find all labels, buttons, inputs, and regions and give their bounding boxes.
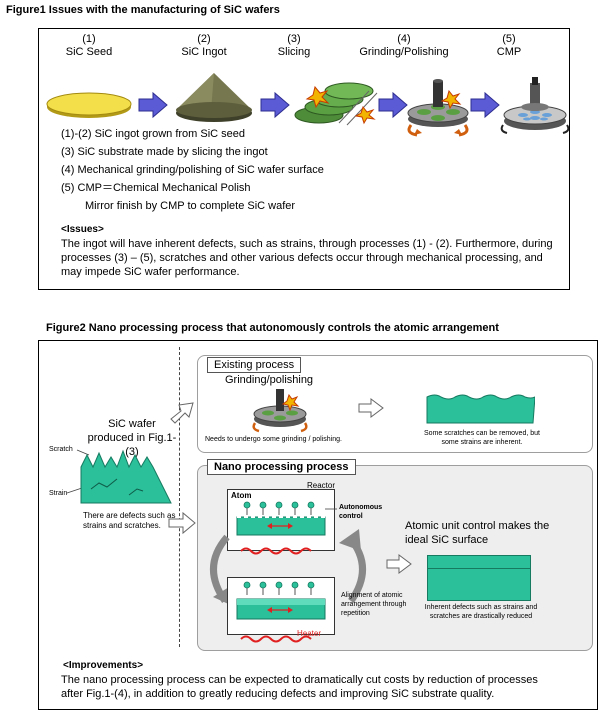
sic-seed-disc xyxy=(46,92,132,118)
step4-num: (4) xyxy=(397,33,411,45)
grinding-polishing-label: Grinding/polishing xyxy=(225,374,314,386)
step4-label: Grinding/Polishing xyxy=(359,46,449,58)
flow-arrow-4 xyxy=(470,91,500,119)
existing-grinder xyxy=(252,389,308,433)
sic-wafer-label: SiC wafer produced in Fig.1-(3) xyxy=(87,418,177,458)
dashed-divider xyxy=(179,347,180,647)
issues-text: The ingot will have inherent defects, su… xyxy=(61,238,553,278)
cmp-machine xyxy=(500,77,569,134)
figure2-title: Figure2 Nano processing process that aut… xyxy=(46,322,499,334)
nano-result-caption: Inherent defects such as strains and scr… xyxy=(424,604,538,620)
strain-label: Strain xyxy=(49,490,68,497)
reactor-label: Reactor xyxy=(307,481,336,490)
defects-text: There are defects such as strains and sc… xyxy=(83,511,176,530)
flow-arrow-2 xyxy=(260,91,290,119)
existing-result-wafer xyxy=(426,394,535,424)
note-5: Mirror finish by CMP to complete SiC waf… xyxy=(85,200,296,212)
step2-num: (2) xyxy=(197,33,211,45)
existing-result-arrow xyxy=(358,398,384,418)
slicing-wafers xyxy=(294,82,378,126)
grinding-machine xyxy=(407,79,469,137)
issues-heading: <Issues> xyxy=(61,224,104,235)
defective-wafer xyxy=(66,449,172,504)
flow-arrow-3 xyxy=(378,91,408,119)
ideal-wafer xyxy=(427,555,531,601)
scratch-label: Scratch xyxy=(49,446,73,453)
step1-num: (1) xyxy=(82,33,96,45)
reactor-top-drawing xyxy=(236,501,337,555)
note-4: (5) CMP＝Chemical Mechanical Polish xyxy=(61,182,251,194)
reactor-bottom-drawing xyxy=(236,581,326,643)
heater-label: Heater xyxy=(297,629,322,638)
improvements-text: The nano processing process can be expec… xyxy=(61,674,538,700)
flow-arrow-1 xyxy=(138,91,168,119)
step5-label: CMP xyxy=(496,46,522,58)
step1-label: SiC Seed xyxy=(65,46,113,58)
autonomous-control-label: Autonomous control xyxy=(339,504,383,520)
note-2: (3) SiC substrate made by slicing the in… xyxy=(61,146,268,158)
step3-num: (3) xyxy=(287,33,301,45)
figure1-title: Figure1 Issues with the manufacturing of… xyxy=(6,4,280,16)
improvements-heading: <Improvements> xyxy=(63,660,144,671)
branch-arrows xyxy=(168,402,196,535)
sic-ingot xyxy=(176,73,252,122)
nano-result-arrow xyxy=(386,554,412,574)
note-3: (4) Mechanical grinding/polishing of SiC… xyxy=(61,164,324,176)
nano-result-title: Atomic unit control makes the ideal SiC … xyxy=(405,520,550,546)
atom-label: Atom xyxy=(231,491,252,500)
existing-process-header: Existing process xyxy=(207,357,302,373)
alignment-label: Alignment of atomic arrangement through … xyxy=(341,592,407,617)
step2-label: SiC Ingot xyxy=(181,46,227,58)
step3-label: Slicing xyxy=(277,46,311,58)
existing-caption: Needs to undergo some grinding / polishi… xyxy=(205,436,342,443)
nano-process-header: Nano processing process xyxy=(207,459,356,475)
existing-result-text: Some scratches can be removed, but some … xyxy=(424,430,540,446)
note-1: (1)-(2) SiC ingot grown from SiC seed xyxy=(61,128,246,140)
figure1-panel: (1) SiC Seed (2) SiC Ingot (3) Slicing (… xyxy=(38,28,570,290)
figure2-panel: SiC wafer produced in Fig.1-(3) Scratch … xyxy=(38,340,598,710)
process-illustrations xyxy=(46,73,569,137)
step5-num: (5) xyxy=(502,33,516,45)
